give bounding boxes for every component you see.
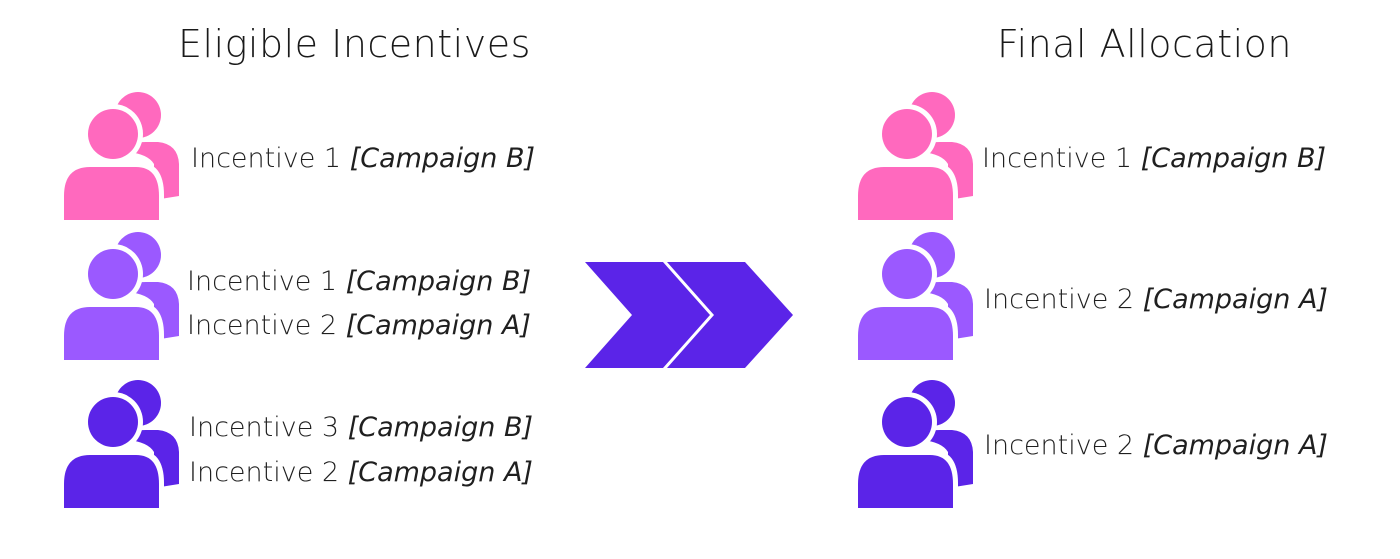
eligible-incentives-heading: Eligible Incentives bbox=[178, 22, 531, 66]
incentive-label: Incentive 2 [Campaign A] bbox=[187, 310, 531, 341]
incentive-label: Incentive 3 [Campaign B] bbox=[189, 412, 533, 443]
incentive-label: Incentive 1 [Campaign B] bbox=[191, 143, 535, 174]
people-group-icon bbox=[852, 378, 977, 513]
people-group-icon bbox=[852, 230, 977, 365]
people-group-icon bbox=[58, 230, 183, 365]
chevron-right bbox=[667, 262, 793, 368]
incentive-label: Incentive 1 [Campaign B] bbox=[187, 266, 531, 297]
people-group-icon bbox=[58, 90, 183, 225]
incentive-label: Incentive 2 [Campaign A] bbox=[189, 457, 533, 488]
chevron-left bbox=[585, 262, 710, 368]
incentive-label: Incentive 1 [Campaign B] bbox=[982, 143, 1326, 174]
double-chevron-arrow-icon bbox=[585, 262, 793, 368]
people-group-icon bbox=[852, 90, 977, 225]
incentive-label: Incentive 2 [Campaign A] bbox=[984, 430, 1328, 461]
people-group-icon bbox=[58, 378, 183, 513]
incentive-label: Incentive 2 [Campaign A] bbox=[984, 284, 1328, 315]
final-allocation-heading: Final Allocation bbox=[997, 22, 1292, 66]
